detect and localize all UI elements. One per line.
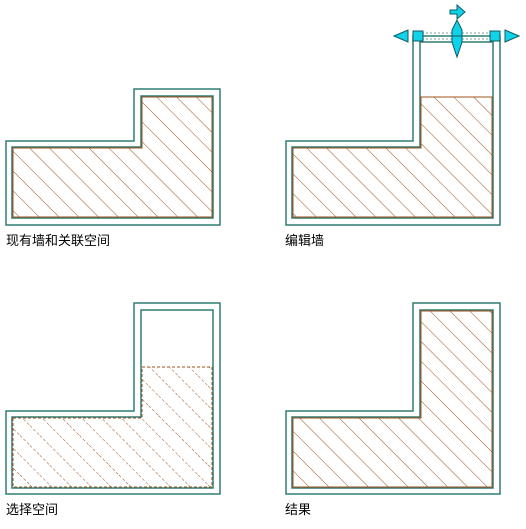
- grip-arrow-left-icon[interactable]: [392, 29, 409, 43]
- caption-result: 结果: [285, 503, 312, 518]
- wall-outline-outer: [285, 302, 501, 495]
- panel-select: [5, 302, 221, 495]
- space-hatch-selected[interactable]: [12, 366, 213, 488]
- caption-existing-wall-space: 现有墙和关联空间: [6, 234, 111, 249]
- space-hatch: [12, 96, 213, 218]
- grip-arrow-up-icon[interactable]: [449, 3, 466, 21]
- wall-outline-inner: [11, 95, 214, 219]
- wall-outline-inner: [291, 41, 494, 219]
- panel-existing: [5, 88, 221, 226]
- panel-edit: [285, 3, 521, 226]
- grip-arrow-right-icon[interactable]: [504, 29, 521, 43]
- grip-square-left-icon[interactable]: [412, 30, 424, 42]
- grip-diamond-center-icon[interactable]: [451, 18, 463, 59]
- wall-outline-outer: [5, 302, 221, 495]
- caption-edit-wall: 编辑墙: [285, 234, 325, 249]
- space-hatch: [292, 310, 493, 488]
- grip-square-right-icon[interactable]: [489, 30, 501, 42]
- space-hatch: [292, 96, 493, 218]
- wall-outline-inner: [291, 309, 494, 489]
- wall-outline-inner: [11, 309, 214, 489]
- panel-result: [285, 302, 501, 495]
- wall-outline-outer: [5, 88, 221, 226]
- caption-select-space: 选择空间: [6, 503, 59, 518]
